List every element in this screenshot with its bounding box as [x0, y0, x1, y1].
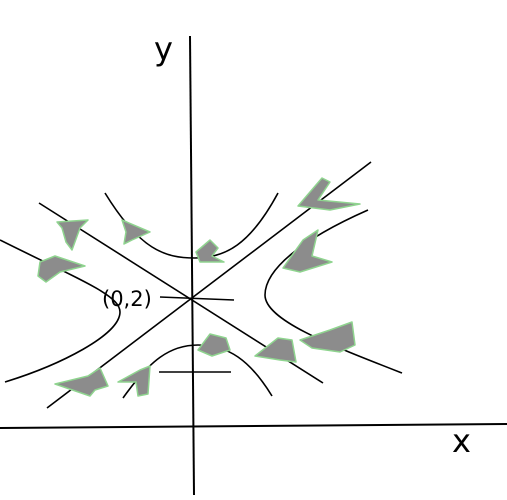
arrow-icon [117, 365, 151, 397]
direction-arrows [37, 177, 361, 397]
y-axis-line [189, 35, 195, 496]
center-tick [159, 296, 235, 301]
arrow-icon [56, 219, 89, 251]
arrow-icon [297, 177, 361, 211]
arrow-icon [254, 337, 297, 363]
arrow-icon [197, 333, 231, 357]
arrow-icon [54, 367, 109, 397]
x-axis-label: x [452, 422, 471, 460]
arrow-icon [195, 239, 225, 263]
point-label: (0,2) [102, 287, 152, 311]
arrow-icon [282, 229, 333, 273]
y-axis-label: y [154, 30, 173, 68]
arrow-icon [299, 321, 356, 353]
arrow-icon [37, 255, 86, 283]
arrow-icon [121, 219, 151, 245]
x-axis-line [0, 423, 507, 429]
